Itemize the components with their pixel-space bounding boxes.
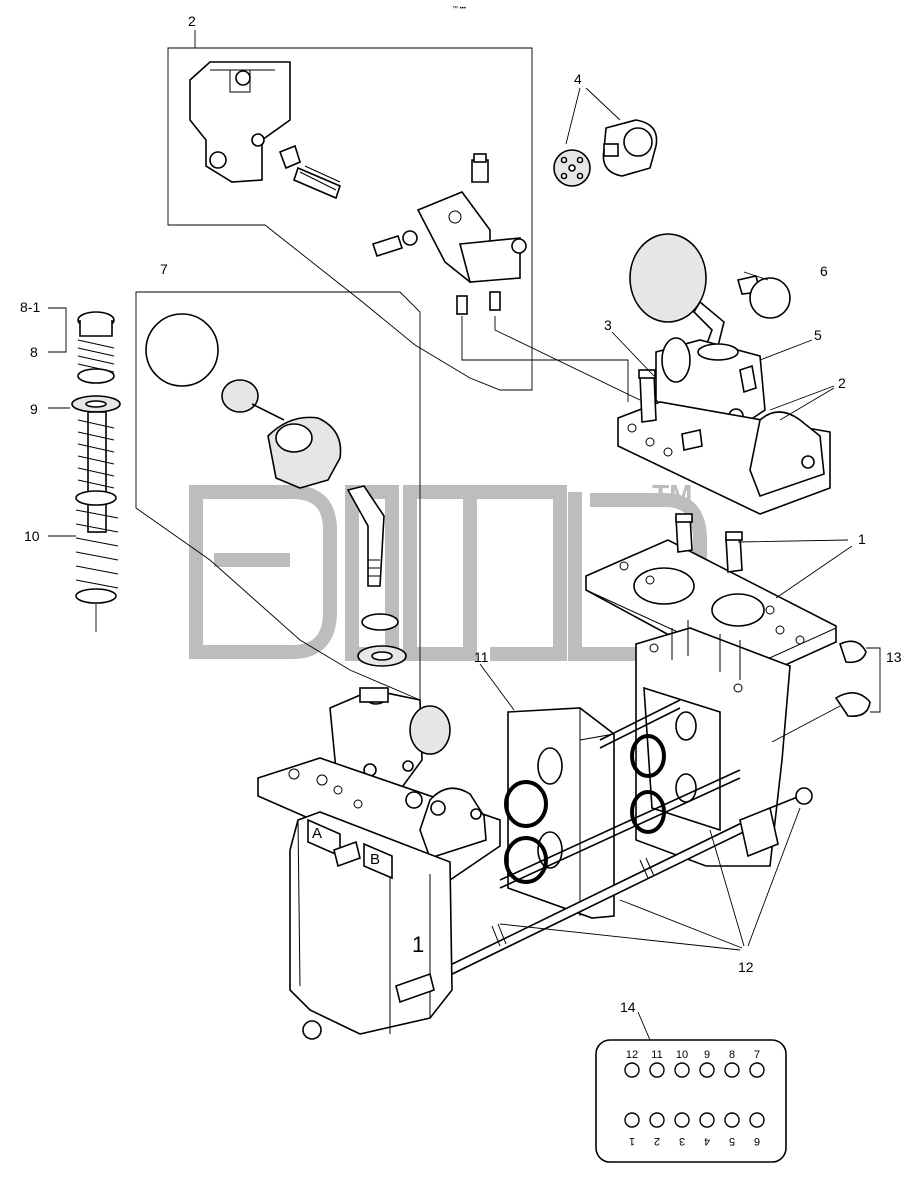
- connector-pin: [674, 1112, 690, 1128]
- connector-pins-bottom: 1 2 3 4 5 6: [624, 1112, 765, 1147]
- callout-3: 3: [604, 317, 612, 333]
- connector-pin: [724, 1112, 740, 1128]
- callout-13: 13: [886, 649, 902, 665]
- connector-pins-top: 12 11 10 9 8 7: [624, 1049, 765, 1078]
- callout-7: 7: [160, 261, 168, 277]
- spring-stack: [71, 311, 121, 632]
- upper-plate-1: [585, 513, 837, 681]
- callout-2-right: 2: [838, 375, 846, 391]
- callout-14: 14: [620, 999, 636, 1015]
- port-label-a: A: [312, 825, 322, 842]
- port-labels: A B 1: [312, 825, 424, 957]
- upper-bracket-housing: [189, 61, 341, 200]
- adjuster-part-4: [553, 119, 658, 187]
- tiny-mark: ™ •••: [452, 5, 466, 12]
- connector-pin-label: 6: [754, 1135, 760, 1147]
- callout-12: 12: [738, 959, 754, 975]
- callout-11: 11: [474, 649, 489, 665]
- callout-8: 8: [30, 344, 38, 360]
- group-7-outline: [135, 291, 421, 701]
- tie-rods-12: [438, 699, 813, 980]
- lower-valve-body: [289, 811, 453, 1040]
- connector-pin: [649, 1062, 665, 1078]
- joystick-knob-upper: [629, 233, 791, 347]
- joystick-cap-7: [145, 313, 407, 667]
- connector-pin: [749, 1112, 765, 1128]
- lever-bracket: [371, 153, 527, 315]
- callout-labels: 2 4 6 7 3 5 2 8-1 8 9 10 1 13 11 12 14: [20, 13, 902, 1015]
- connector-pin-label: 5: [729, 1135, 735, 1147]
- connector-pin: [624, 1112, 640, 1128]
- callout-1: 1: [858, 531, 866, 547]
- group-2-outline: [167, 47, 533, 391]
- connector-pin-label: 3: [679, 1135, 685, 1147]
- leaders-top: [194, 30, 641, 402]
- connector-pin: [674, 1062, 690, 1078]
- section-label-1: 1: [412, 932, 424, 957]
- watermark-trademark: TM: [652, 479, 692, 510]
- base-plate-upper: [617, 369, 831, 515]
- callout-6: 6: [820, 263, 828, 279]
- connector-pin-label: 7: [754, 1049, 760, 1061]
- callout-10: 10: [24, 528, 40, 544]
- connector-pin: [724, 1062, 740, 1078]
- callout-2-top: 2: [188, 13, 196, 29]
- connector-pin-label: 11: [651, 1049, 662, 1061]
- callout-8-1: 8-1: [20, 299, 40, 315]
- valve-block-right: [635, 620, 871, 867]
- connector-pin-label: 1: [629, 1135, 635, 1147]
- leaders-right: [611, 271, 881, 743]
- connector-pin-label: 4: [704, 1135, 710, 1147]
- connector-pin: [749, 1062, 765, 1078]
- callout-5: 5: [814, 327, 822, 343]
- connector-pin-label: 10: [676, 1049, 688, 1061]
- connector-pin: [699, 1112, 715, 1128]
- connector-pin: [699, 1062, 715, 1078]
- connector-pin-label: 8: [729, 1049, 735, 1061]
- connector-pin: [649, 1112, 665, 1128]
- lower-housing: [329, 687, 451, 791]
- connector-pin-label: 9: [704, 1049, 710, 1061]
- callout-9: 9: [30, 401, 38, 417]
- port-label-b: B: [370, 851, 380, 868]
- connector-pin-label: 12: [626, 1049, 638, 1061]
- callout-4: 4: [574, 71, 582, 87]
- leaders-lower: [479, 663, 801, 1041]
- leaders-left: [48, 307, 76, 537]
- connector-pin: [624, 1062, 640, 1078]
- connector-pin-label: 2: [654, 1135, 660, 1147]
